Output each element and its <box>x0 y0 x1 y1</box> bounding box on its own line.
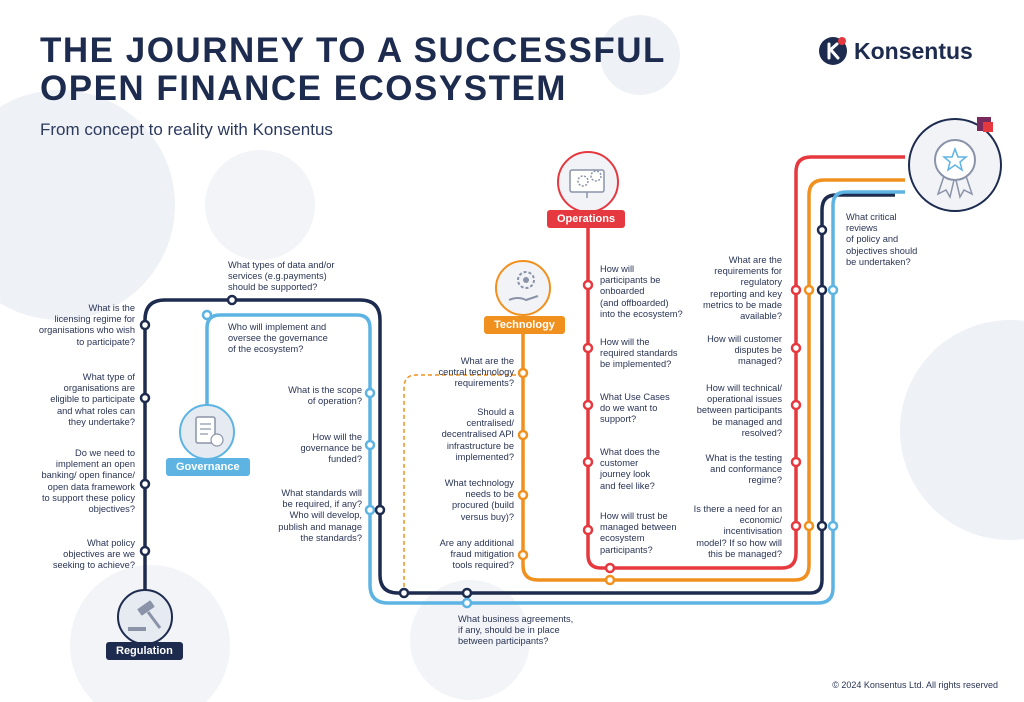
stop-tech-3 <box>517 489 529 501</box>
stop-gov-2 <box>364 387 376 399</box>
stop-gov-1 <box>201 309 213 321</box>
question-right-5: Is there a need for an economic/ incenti… <box>693 504 782 559</box>
question-reg-2: What type of organisations are eligible … <box>50 372 135 427</box>
question-tech-1: What are the central technology requirem… <box>438 356 514 389</box>
gear-hand-icon <box>495 260 551 316</box>
question-ops-2: How will the required standards be imple… <box>600 337 678 370</box>
stop-reg-4 <box>139 545 151 557</box>
stop-gov-3 <box>364 439 376 451</box>
red-route-line <box>586 155 905 570</box>
question-tech-4: Are any additional fraud mitigation tool… <box>439 538 514 571</box>
page-title: THE JOURNEY TO A SUCCESSFUL OPEN FINANCE… <box>40 32 666 108</box>
stop-ops-2 <box>582 342 594 354</box>
orange-route-line <box>521 178 905 582</box>
brand-name: Konsentus <box>854 38 973 64</box>
question-tech-2: Should a centralised/ decentralised API … <box>441 407 514 462</box>
stop-right-5d <box>827 520 839 532</box>
title-line-1: THE JOURNEY TO A SUCCESSFUL <box>40 31 666 70</box>
stop-reg-3 <box>139 478 151 490</box>
question-reg-3: Do we need to implement an open banking/… <box>41 448 135 515</box>
question-bottom-1: What business agreements, if any, should… <box>458 614 574 647</box>
stop-merge-2 <box>604 574 616 586</box>
light-blue-route-line <box>205 190 905 605</box>
question-gov-1: Who will implement and oversee the gover… <box>228 322 328 355</box>
monitor-gears-icon <box>557 151 619 213</box>
gavel-icon <box>117 589 173 645</box>
question-final-1: What critical reviews of policy and obje… <box>846 212 918 267</box>
question-ops-5: How will trust be managed between ecosys… <box>600 511 677 555</box>
dashed-connector <box>403 374 523 588</box>
question-ops-1: How will participants be onboarded (and … <box>600 264 683 319</box>
stop-final-1 <box>816 224 828 236</box>
question-reg-4: What policy objectives are we seeking to… <box>52 538 135 571</box>
stop-merge-1 <box>604 562 616 574</box>
question-gov-4: What standards will be required, if any?… <box>278 488 362 543</box>
station-technology: Technology <box>484 316 565 334</box>
stop-bottom-2 <box>461 587 473 599</box>
stop-ops-5 <box>582 524 594 536</box>
stop-right-4 <box>790 456 802 468</box>
question-right-4: What is the testing and conformance regi… <box>705 453 782 486</box>
stop-bottom-3 <box>461 597 473 609</box>
stop-reg-1 <box>139 319 151 331</box>
stop-right-3 <box>790 399 802 411</box>
stop-tech-1 <box>517 367 529 379</box>
stop-right-5c <box>816 520 828 532</box>
question-right-2: How will customer disputes be managed? <box>707 334 782 367</box>
question-reg-1: What is the licensing regime for organis… <box>38 303 135 347</box>
stop-tech-2 <box>517 429 529 441</box>
stops <box>139 224 839 609</box>
navy-route-line <box>143 193 895 595</box>
stop-right-1c <box>816 284 828 296</box>
question-ops-4: What does the customer journey look and … <box>600 447 660 491</box>
stop-top-1 <box>226 294 238 306</box>
question-right-3: How will technical/ operational issues b… <box>696 383 782 438</box>
question-top-1: What types of data and/or services (e.g.… <box>228 260 335 293</box>
station-regulation: Regulation <box>106 642 183 660</box>
stop-right-5b <box>803 520 815 532</box>
stop-right-1b <box>803 284 815 296</box>
title-line-2: OPEN FINANCE ECOSYSTEM <box>40 69 567 108</box>
document-icon <box>179 404 235 460</box>
station-governance: Governance <box>166 458 250 476</box>
stop-gov-4a <box>364 504 376 516</box>
question-ops-3: What Use Cases do we want to support? <box>600 392 670 425</box>
stop-tech-4 <box>517 549 529 561</box>
konsentus-logo-icon <box>819 37 847 65</box>
question-right-1: What are the requirements for regulatory… <box>702 255 782 322</box>
stop-ops-3 <box>582 399 594 411</box>
stop-bottom-1 <box>398 587 410 599</box>
page-subtitle: From concept to reality with Konsentus <box>40 120 333 139</box>
stop-right-2 <box>790 342 802 354</box>
question-tech-3: What technology needs to be procured (bu… <box>444 478 514 522</box>
stop-gov-4b <box>374 504 386 516</box>
stop-right-1a <box>790 284 802 296</box>
stop-right-1d <box>827 284 839 296</box>
question-gov-3: How will the governance be funded? <box>300 432 362 465</box>
copyright: © 2024 Konsentus Ltd. All rights reserve… <box>832 680 998 690</box>
question-gov-2: What is the scope of operation? <box>288 385 362 407</box>
stop-ops-4 <box>582 456 594 468</box>
award-ribbon-icon <box>908 117 1002 212</box>
stop-ops-1 <box>582 279 594 291</box>
station-operations: Operations <box>547 210 626 228</box>
stop-right-5a <box>790 520 802 532</box>
stop-reg-2 <box>139 392 151 404</box>
